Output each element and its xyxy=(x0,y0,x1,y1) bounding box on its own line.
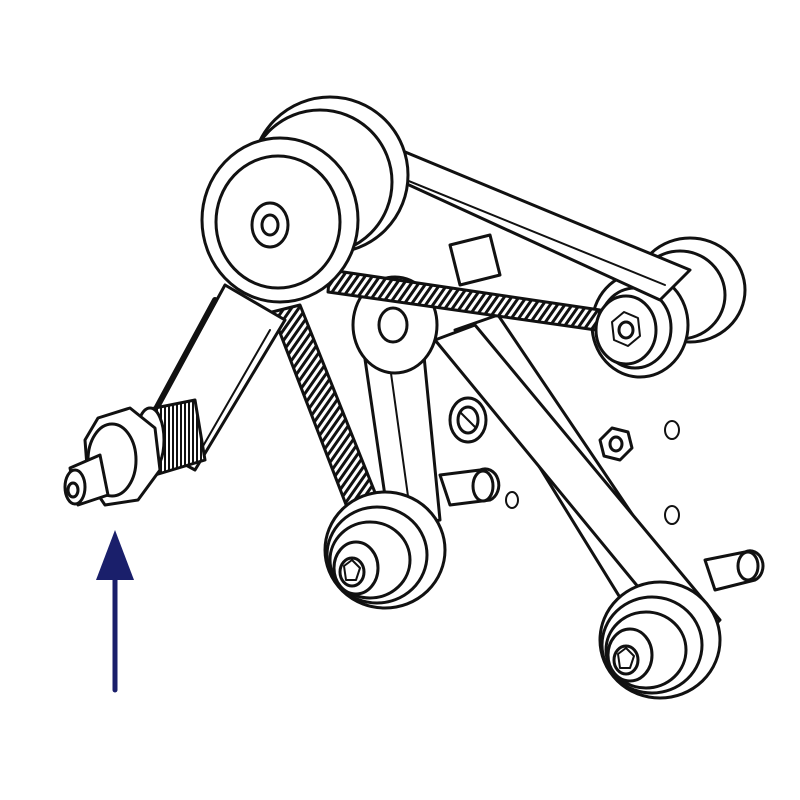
pulley-bottom-middle xyxy=(323,490,447,610)
belt-lower-right xyxy=(433,323,722,652)
adjustment-screw xyxy=(448,396,488,444)
pulley-large-main xyxy=(200,136,360,304)
pulley-bottom-right xyxy=(598,580,722,700)
callout-arrow xyxy=(96,530,134,693)
hex-nut-small xyxy=(598,426,634,462)
drive-shaft-tip xyxy=(63,453,110,507)
center-hub-block xyxy=(448,233,502,287)
shaft-stub-middle xyxy=(438,467,501,507)
shaft-stub-right xyxy=(703,549,765,592)
pulley-top-right-face xyxy=(594,294,658,366)
